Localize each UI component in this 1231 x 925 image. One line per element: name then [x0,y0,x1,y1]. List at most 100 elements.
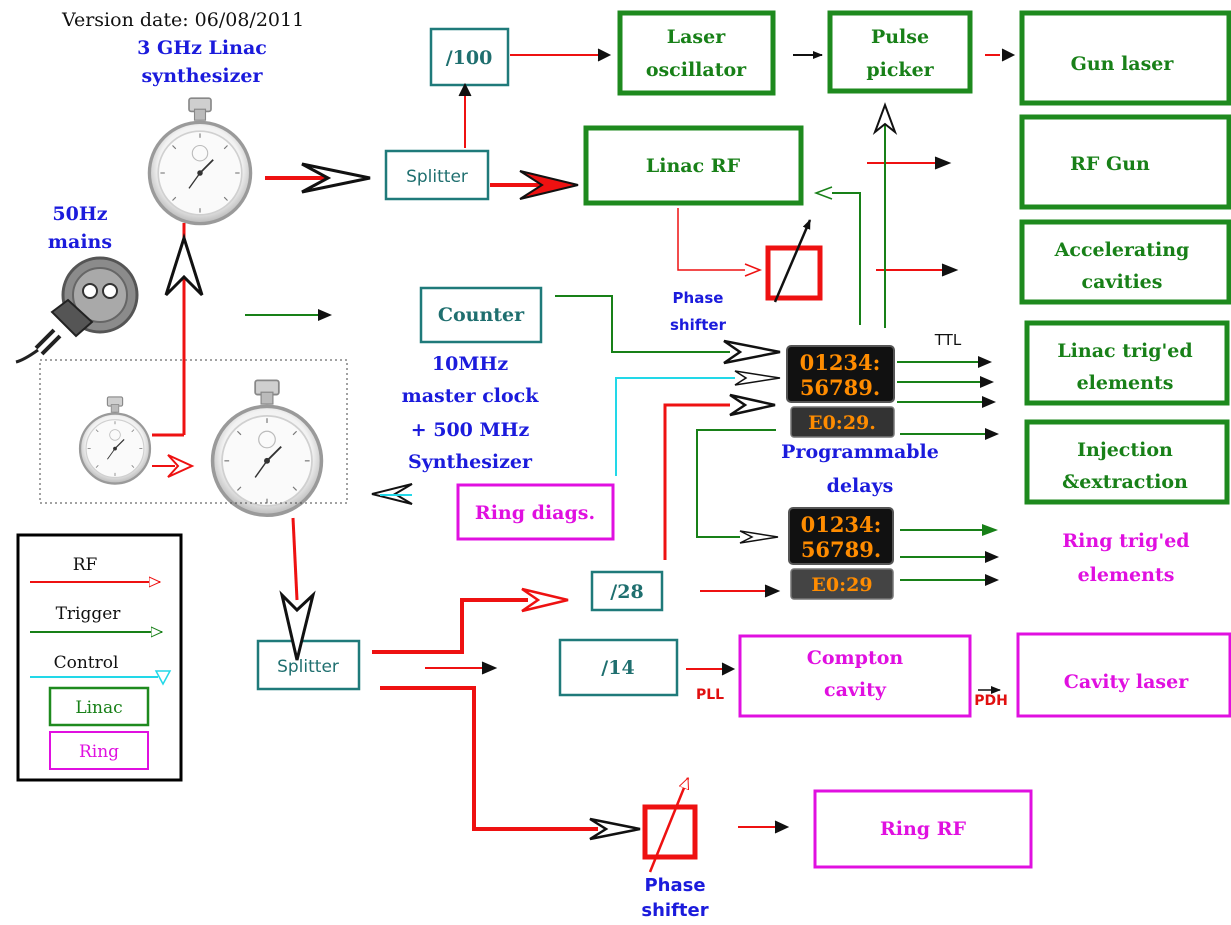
legend-linac-box [48,686,150,727]
mains-plug-icon [15,256,139,364]
master-clock-label-1: 10MHz [432,353,508,375]
accelerating-cavities-box [1019,219,1231,305]
legend-ring-label: Ring [79,742,119,762]
arrowhead-pulse-picker [872,102,898,136]
arrowhead-ring-2 [985,551,999,563]
linac-rf-box [583,125,804,206]
counter-box [419,286,543,344]
splitter-top-box [384,149,490,201]
compton-cavity-box [738,634,972,718]
arrowhead-div100 [458,82,472,97]
arrowhead-laser [597,48,612,62]
ttl-label: TTL [934,331,962,349]
rf-arrowheads [164,48,1016,841]
phase-shifter-top-icon [765,219,823,303]
arrowhead-to-div14 [481,661,498,675]
gun-laser-box [1019,10,1231,106]
phase-shifter-bottom-icon [642,778,698,873]
pdh-label: PDH [974,693,1008,709]
counter-label: Counter [438,304,525,326]
rf-gun-label: RF Gun [1070,153,1150,175]
programmable-delays-label-2: delays [827,475,894,497]
control-ring-diags-to-delays [615,377,735,476]
mains-label-2: mains [48,231,112,253]
arrowhead-ring-delay-trigger [739,530,779,544]
legend-trigger-label: Trigger [56,604,122,624]
laser-oscillator-label-2: oscillator [646,59,747,81]
arrowhead-linac-3 [982,396,996,408]
linac-triggered-label-2: elements [1077,372,1174,394]
arrowhead-to-div28 [521,587,569,613]
timer-top-small: E0:29. [808,412,876,434]
rf-connections [152,54,1000,831]
arrowhead-linac-rf-trigger [813,186,833,200]
linac-triggered-label-1: Linac trig'ed [1057,340,1192,362]
legend-rf-label: RF [73,555,98,575]
ring-diags-label: Ring diags. [475,502,595,524]
arrowhead-phase-shifter-top [744,263,763,277]
trigger-to-linac-rf [822,192,861,325]
laser-oscillator-box [617,10,776,96]
ring-triggered-label-1: Ring trig'ed [1062,530,1189,552]
rf-gun-box [1019,114,1231,210]
programmable-delay-timer-top-icon: 01234: 56789. E0:29. [786,345,895,438]
accelerating-cavities-label-2: cavities [1082,271,1163,293]
version-date: Version date: 06/08/2011 [61,9,304,31]
splitter-top-label: Splitter [406,167,468,187]
synth-label-1: 3 GHz Linac [137,37,267,59]
pulse-picker-label-1: Pulse [871,26,929,48]
arrowhead-ring-3 [985,574,999,586]
arrowhead-gun-laser [1001,48,1016,62]
pulse-picker-label-2: picker [866,59,934,81]
arrowhead-to-synth [164,233,204,297]
programmable-delays-label-1: Programmable [781,441,939,463]
gun-laser-label: Gun laser [1071,53,1175,75]
rf-master-to-splitter [291,517,299,601]
arrowhead-counter-delays [723,339,781,365]
divide-14-label: /14 [601,657,634,679]
ring-rf-label: Ring RF [880,818,967,840]
pulse-picker-box [827,10,973,94]
small-stopwatch-icon [78,395,152,485]
master-clock-label-2: master clock [402,385,540,407]
divide-100-label: /100 [446,47,493,69]
legend-ring-box [49,731,149,770]
timer-bottom-line1: 01234: [801,512,882,537]
rf-div28-to-delays [663,403,730,560]
ring-triggered-label-2: elements [1078,564,1175,586]
divide-28-box [590,570,664,612]
phase-shifter-top-label-2: shifter [670,316,727,334]
linac-triggered-box [1024,320,1230,406]
control-connections [380,377,735,496]
compton-cavity-label-1: Compton [807,647,904,669]
master-clock-label-4: Synthesizer [408,451,533,473]
arrowhead-control-delays [734,370,781,386]
arrowhead-splitter-linac [519,170,579,200]
divide-14-box [558,638,679,697]
master-clock-stopwatch-icon [210,378,324,518]
trigger-counter-to-delays [555,295,730,353]
linac-rf-label: Linac RF [646,155,741,177]
arrowhead-small-watch [167,454,195,478]
arrowhead-injection [985,428,999,440]
trigger-arrowheads [318,102,999,586]
compton-cavity-label-2: cavity [824,679,887,701]
arrowhead-accelerating [941,263,959,277]
legend-control-label: Control [54,653,119,673]
arrowhead-linac-2 [980,376,994,388]
legend-control-arrowhead [154,670,172,686]
arrowhead-to-ring-phase [589,817,641,841]
injection-extraction-label-2: &extraction [1062,471,1188,493]
cavity-laser-box [1016,632,1231,718]
trigger-connections [245,110,985,581]
ring-rf-box [813,789,1033,869]
arrowhead-mains [318,309,332,321]
master-clock-label-3: + 500 MHz [411,419,530,441]
phase-shifter-bottom-label-2: shifter [641,900,708,921]
injection-extraction-label-1: Injection [1077,439,1173,461]
arrowhead-compton [721,662,736,676]
arrowhead-to-splitter-bottom [279,590,316,661]
divide-28-label: /28 [610,581,643,603]
